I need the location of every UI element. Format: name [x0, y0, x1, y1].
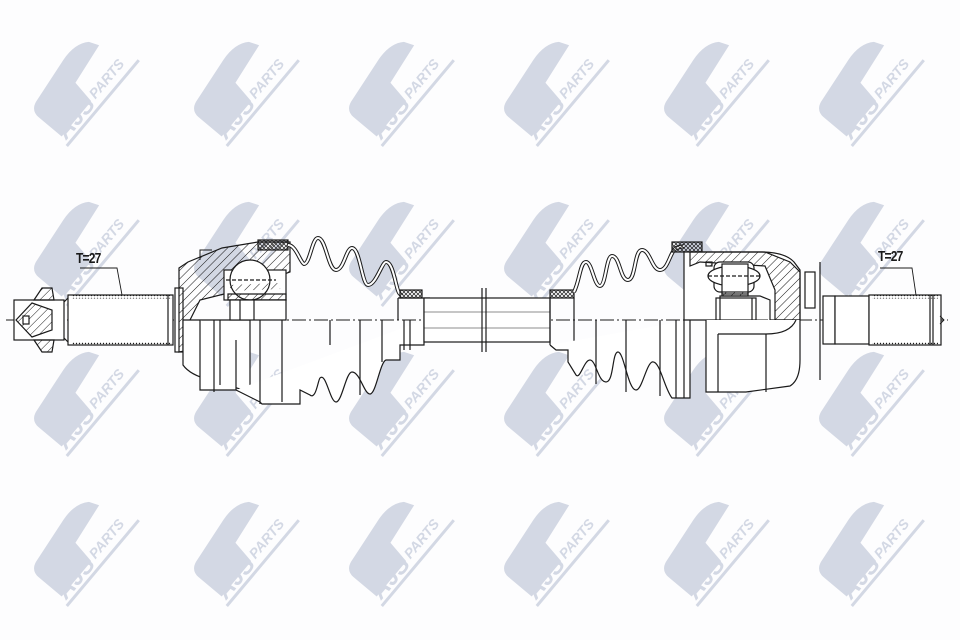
- intermediate-shaft: [423, 288, 551, 352]
- inner-tripod-joint: [683, 251, 821, 393]
- right-spline-shaft: [822, 267, 945, 346]
- right-spline-teeth-label: T=27: [878, 248, 903, 265]
- inner-boot: [549, 241, 703, 399]
- outer-hub-nut: [13, 287, 69, 353]
- outer-boot: [199, 235, 430, 405]
- left-spline-shaft: [67, 267, 174, 346]
- left-spline-teeth-label: T=27: [76, 250, 101, 267]
